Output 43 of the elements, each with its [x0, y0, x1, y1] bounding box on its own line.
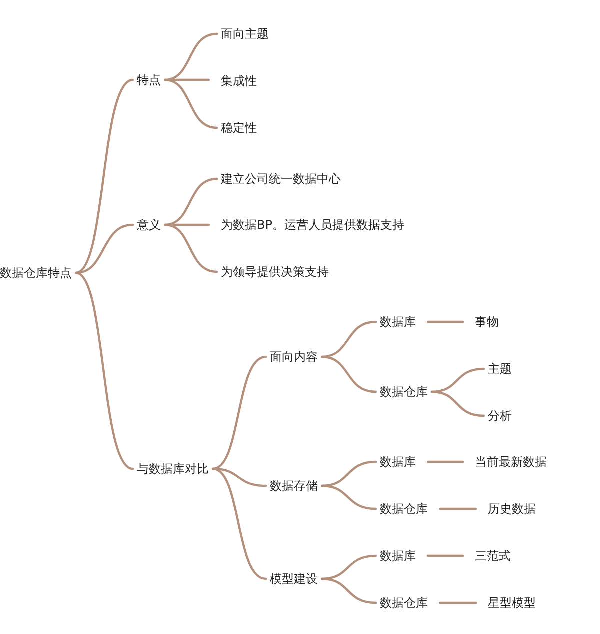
branch-line — [212, 356, 268, 470]
branch-line — [426, 320, 464, 324]
branch-line — [320, 484, 378, 510]
branch-line — [426, 460, 464, 464]
branch-line — [320, 356, 378, 394]
topic-label: 数据库 — [380, 548, 416, 564]
topic-label: 星型模型 — [488, 595, 536, 611]
branch-line — [320, 578, 378, 604]
topic-label: 集成性 — [221, 73, 257, 89]
branch-line — [430, 390, 486, 418]
topic-label: 面向主题 — [221, 26, 269, 42]
topic-label: 数据仓库 — [380, 384, 428, 400]
branch-line — [438, 508, 478, 510]
branch-line — [164, 78, 218, 130]
topic-label: 数据仓库 — [380, 501, 428, 517]
topic-label: 分析 — [488, 408, 512, 424]
branch-line — [212, 468, 268, 580]
topic-label: 历史数据 — [488, 501, 536, 517]
branch-line — [172, 224, 210, 226]
topic-label: 建立公司统一数据中心 — [221, 171, 341, 187]
topic-label: 三范式 — [475, 548, 511, 564]
topic-label: 数据仓库 — [380, 595, 428, 611]
topic-label: 事物 — [475, 314, 499, 330]
topic-label: 当前最新数据 — [475, 454, 547, 470]
topic-label: 数据存储 — [270, 478, 318, 494]
topic-label: 特点 — [137, 72, 161, 88]
topic-label: 意义 — [137, 217, 161, 233]
topic-label: 数据仓库特点 — [0, 265, 72, 281]
topic-label: 模型建设 — [270, 571, 318, 587]
topic-label: 数据库 — [380, 314, 416, 330]
topic-label: 为数据BP。运营人员提供数据支持 — [221, 217, 404, 233]
topic-label: 为领导提供决策支持 — [221, 264, 329, 280]
branch-line — [74, 272, 134, 470]
branch-line — [74, 78, 134, 274]
branch-line — [172, 78, 210, 82]
topic-label: 数据库 — [380, 454, 416, 470]
topic-label: 稳定性 — [221, 120, 257, 136]
branch-line — [426, 554, 464, 558]
topic-label: 与数据库对比 — [137, 461, 209, 477]
topic-label: 面向内容 — [270, 349, 318, 365]
branch-line — [438, 602, 478, 604]
topic-label: 主题 — [488, 361, 512, 377]
branch-line — [164, 224, 218, 274]
